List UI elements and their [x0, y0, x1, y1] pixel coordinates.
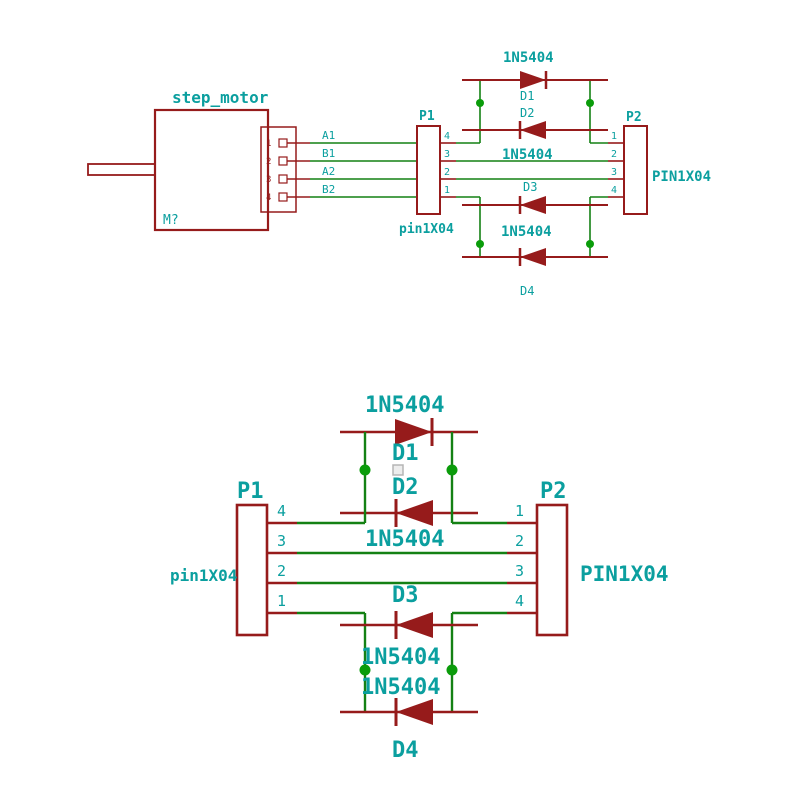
connector-p1-body — [235, 503, 269, 637]
diode-d1-symbol — [395, 419, 432, 445]
pin-number: 3 — [515, 562, 524, 580]
pin-number: 2 — [515, 532, 524, 550]
diode-d3-value: 1N5404 — [501, 224, 552, 240]
diode-d4-symbol — [520, 248, 546, 266]
pin-number: 3 — [277, 532, 286, 550]
diode-d1-name: D1 — [392, 441, 419, 466]
diode-d1-symbol — [520, 71, 546, 89]
connector-p2-body — [623, 125, 648, 215]
pin-number: 4 — [611, 185, 617, 196]
connector-p1-value: pin1X04 — [170, 566, 237, 585]
pin-number: 4 — [444, 131, 450, 142]
diode-d2-name: D2 — [392, 475, 419, 500]
diode-d4-name: D4 — [392, 738, 419, 763]
diode-d3-symbol — [520, 196, 546, 214]
diode-d2-value: 1N5404 — [502, 147, 553, 163]
diode-d2-value: 1N5404 — [365, 527, 444, 552]
junction-dot — [359, 464, 371, 476]
bottom-schematic: 1N5404 D1 D2 1N5404 D3 1N5404 — [170, 393, 669, 763]
diode-d4-symbol — [396, 699, 433, 725]
pin-number: 2 — [611, 149, 617, 160]
origin-marker — [392, 464, 404, 476]
pin-number: 2 — [444, 167, 450, 178]
motor-pin-pad — [278, 156, 288, 166]
diode-d1-value: 1N5404 — [365, 393, 444, 418]
junction-dot — [476, 99, 484, 107]
diode-d2-symbol — [520, 121, 546, 139]
connector-p2-value: PIN1X04 — [580, 562, 669, 586]
pin-number: 1 — [611, 131, 617, 142]
connector-p2-designator: P2 — [626, 110, 642, 125]
connector-p2-body — [535, 503, 569, 637]
motor-pin-number: 1 — [266, 139, 271, 149]
connector-p1-value: pin1X04 — [399, 222, 454, 237]
net-label: B2 — [322, 183, 335, 196]
motor-pin-pad — [278, 138, 288, 148]
diode-d4-name: D4 — [520, 284, 534, 298]
pin-number: 1 — [515, 502, 524, 520]
diode-d3-value: 1N5404 — [361, 645, 440, 670]
diode-d1-value: 1N5404 — [503, 50, 554, 66]
connector-p1-body — [416, 125, 441, 215]
connector-p2-value: PIN1X04 — [652, 169, 711, 185]
motor-designator: M? — [163, 213, 179, 228]
net-label: A1 — [322, 129, 335, 142]
diode-d2-name: D2 — [520, 106, 534, 120]
connector-p1-designator: P1 — [237, 479, 264, 504]
junction-dot — [586, 240, 594, 248]
net-label: A2 — [322, 165, 335, 178]
motor-pin-number: 3 — [266, 175, 271, 185]
diode-d1-name: D1 — [520, 89, 534, 103]
pin-number: 4 — [277, 502, 286, 520]
top-schematic: step_motor M? 1 A1 2 B1 3 A2 4 B2 P1 4 — [87, 50, 711, 298]
motor-pin-number: 4 — [266, 193, 271, 203]
junction-dot — [476, 240, 484, 248]
motor-pin-pad — [278, 192, 288, 202]
junction-dot — [446, 664, 458, 676]
connector-p2-designator: P2 — [540, 479, 567, 504]
pin-number: 2 — [277, 562, 286, 580]
motor-pin-box — [260, 126, 297, 213]
connector-p1-designator: P1 — [419, 109, 435, 124]
pin-number: 1 — [277, 592, 286, 610]
junction-dot — [586, 99, 594, 107]
motor-pin-number: 2 — [266, 157, 271, 167]
junction-dot — [359, 664, 371, 676]
motor-shaft — [87, 163, 156, 176]
diode-d3-name: D3 — [392, 583, 419, 608]
motor-title: step_motor — [172, 88, 268, 107]
junction-dot — [446, 464, 458, 476]
pin-number: 1 — [444, 185, 450, 196]
pin-number: 3 — [611, 167, 617, 178]
motor-pin-pad — [278, 174, 288, 184]
diode-d4-value: 1N5404 — [361, 675, 440, 700]
pin-number: 4 — [515, 592, 524, 610]
diode-d2-symbol — [396, 500, 433, 526]
diode-d3-name: D3 — [523, 180, 537, 194]
pin-number: 3 — [444, 149, 450, 160]
motor-body — [153, 108, 270, 232]
diode-d3-symbol — [396, 612, 433, 638]
net-label: B1 — [322, 147, 335, 160]
